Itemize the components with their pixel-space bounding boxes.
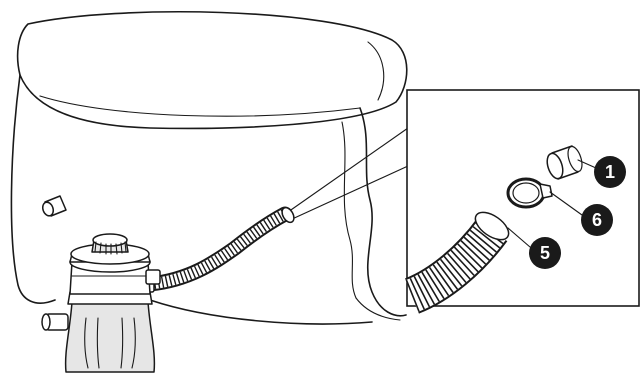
- callout-badge-5: 5: [529, 237, 561, 269]
- callout-label-5: 5: [540, 243, 550, 263]
- main-hose: [140, 206, 296, 292]
- callout-badge-1: 1: [594, 156, 626, 188]
- callout-label-1: 1: [605, 162, 615, 182]
- detail-leader-lines: [288, 128, 408, 220]
- filter-pump: [42, 234, 160, 372]
- wall-outlet-connector: [41, 196, 66, 217]
- detail-inset: 1 6 5: [407, 90, 639, 306]
- callout-badge-6: 6: [581, 204, 613, 236]
- callout-label-6: 6: [592, 210, 602, 230]
